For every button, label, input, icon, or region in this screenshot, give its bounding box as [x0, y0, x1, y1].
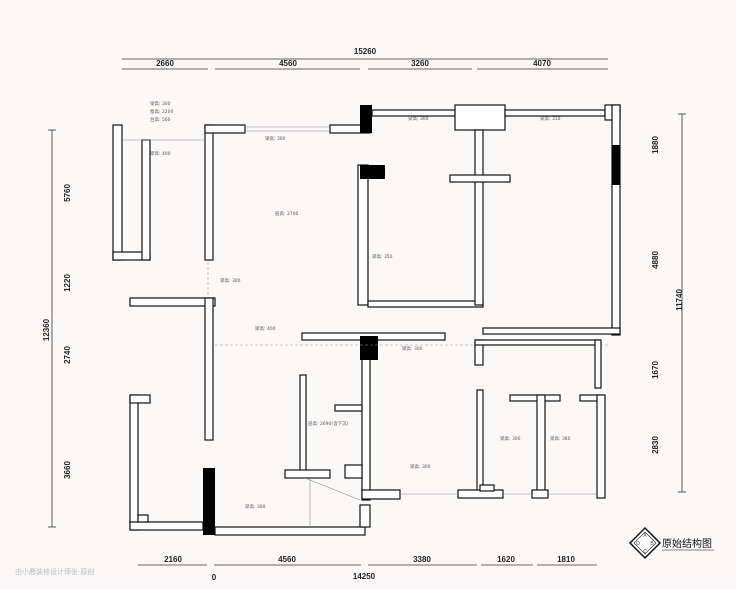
compass-icon: A B C D	[628, 526, 662, 560]
dim-bottom: 3380	[413, 555, 431, 564]
dim-bottom: 4560	[278, 555, 296, 564]
annotation: 层高: 2690(含下沉)	[308, 420, 349, 427]
dim-left: 1220	[63, 274, 72, 292]
svg-text:A: A	[643, 533, 647, 539]
dim-left: 3660	[63, 461, 72, 479]
annotation: 梁高: 300	[150, 100, 171, 107]
annotation: 层高: 2700	[275, 210, 299, 217]
svg-text:B: B	[650, 541, 654, 547]
annotation: 窗高: 2200	[150, 108, 174, 115]
annotation: 梁高: 300	[410, 463, 431, 470]
annotation: 梁高: 300	[402, 345, 423, 352]
annotation: 梁高: 400	[150, 150, 171, 157]
dim-bottom-origin: 0	[212, 573, 217, 582]
drawing-title: 原始结构图	[662, 537, 712, 550]
dim-right: 1880	[651, 136, 660, 154]
dim-right-total: 11740	[675, 289, 684, 311]
annotations: 梁高: 300 窗高: 2200 台高: 500 梁高: 400 梁高: 300…	[150, 100, 571, 510]
dim-top: 3260	[411, 59, 429, 68]
right-dimensions: 11740 1880 4880 1670 2830	[651, 113, 686, 493]
svg-text:C: C	[643, 549, 647, 555]
dim-left: 2740	[63, 346, 72, 364]
dim-top: 2660	[156, 59, 174, 68]
dim-top: 4070	[533, 59, 551, 68]
dim-bottom: 1810	[557, 555, 575, 564]
annotation: 台高: 500	[150, 116, 171, 123]
dim-top-total: 15260	[354, 47, 377, 56]
annotation: 梁高: 400	[255, 325, 276, 332]
top-dimensions: 15260 2660 4560 3260 4070	[122, 47, 608, 70]
dim-right: 4880	[651, 251, 660, 269]
dim-bottom: 2160	[164, 555, 182, 564]
svg-text:D: D	[636, 541, 640, 547]
dim-bottom-total: 14250	[353, 572, 376, 581]
walls	[112, 104, 621, 536]
annotation: 梁高: 300	[500, 435, 521, 442]
dim-right: 1670	[651, 361, 660, 379]
left-dimensions: 12360 5760 1220 2740 3660	[42, 129, 72, 528]
dim-right: 2830	[651, 436, 660, 454]
annotation: 梁高: 300	[220, 277, 241, 284]
dim-left: 5760	[63, 184, 72, 202]
annotation: 梁高: 350	[372, 253, 393, 260]
bottom-dimensions: 2160 4560 3380 1620 1810 0 14250	[138, 555, 597, 582]
dim-left-total: 12360	[42, 318, 51, 341]
watermark: 由小鹿装修设计师张·原创	[15, 567, 94, 576]
annotation: 梁高: 300	[408, 115, 429, 122]
annotation: 梁高: 310	[540, 115, 561, 122]
dim-bottom: 1620	[497, 555, 515, 564]
dim-top: 4560	[279, 59, 297, 68]
annotation: 梁高: 300	[265, 135, 286, 142]
annotation: 梁高: 300	[245, 503, 266, 510]
annotation: 梁高: 360	[550, 435, 571, 442]
